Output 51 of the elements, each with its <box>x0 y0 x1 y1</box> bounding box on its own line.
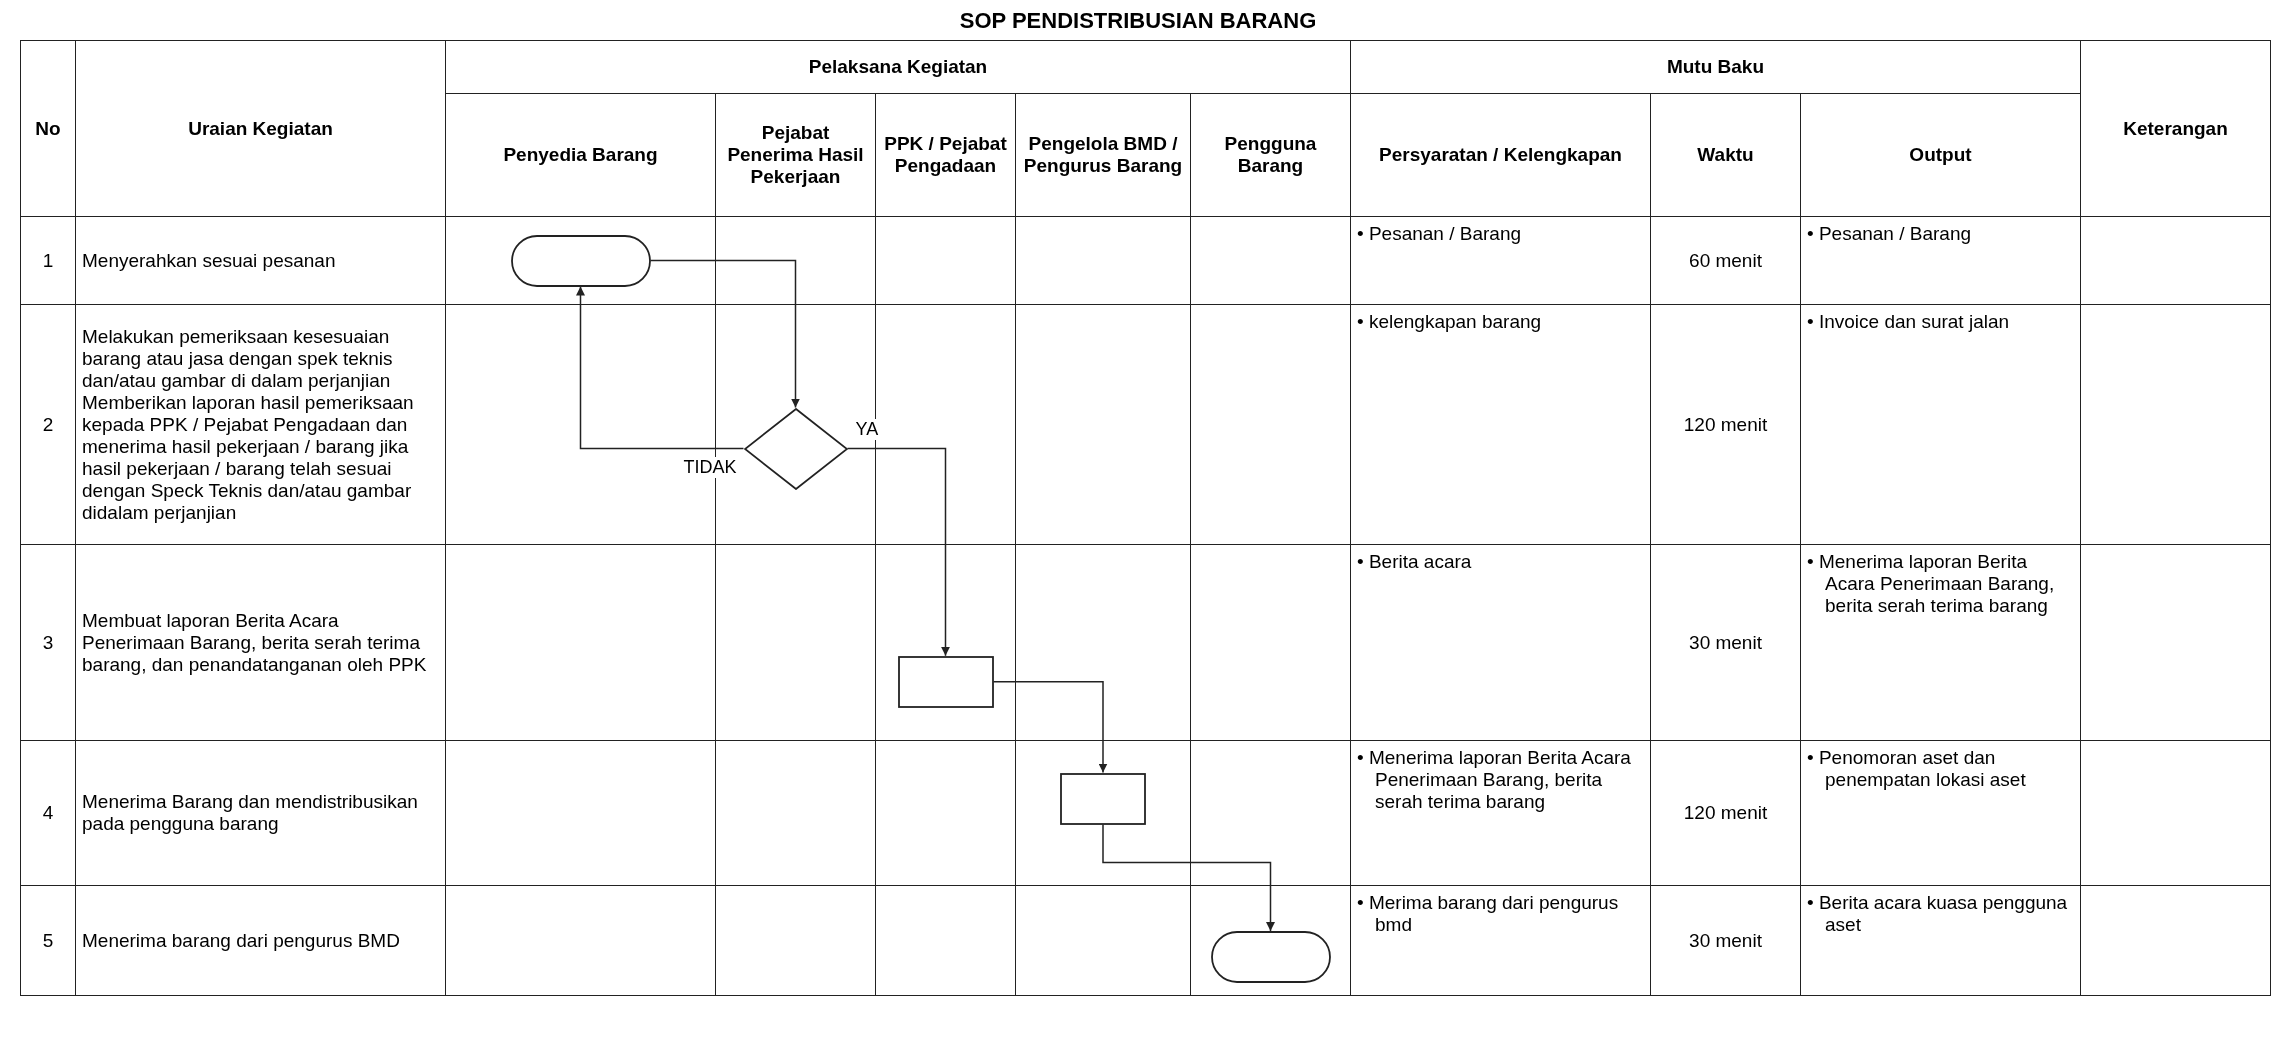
activity-description: Membuat laporan Berita Acara Penerimaan Barang, berita serah terima barang, dan penandatanganan oleh PPK <box>82 609 428 676</box>
requirement-item: • Merima barang dari pengurus bmd <box>1357 892 1620 936</box>
column-header: Keterangan <box>2123 117 2228 140</box>
duration-text: 30 menit <box>1689 929 1762 951</box>
column-header: Pelaksana Kegiatan <box>808 56 988 78</box>
edge-label: TIDAK <box>681 456 739 478</box>
output-item: • Menerima laporan Berita Acara Penerimaan Barang, berita serah terima barang <box>1807 551 2056 617</box>
output-item: • Pesanan / Barang <box>1807 223 1973 245</box>
column-header: Output <box>1909 144 1972 166</box>
decision-diamond <box>743 407 848 490</box>
column-header: Persyaratan / Kelengkapan <box>1379 144 1622 166</box>
arrow <box>846 447 950 657</box>
duration-text: 30 menit <box>1689 631 1762 653</box>
column-header: Pengelola BMD / Pengurus Barang <box>1022 133 1184 177</box>
process-box <box>897 655 994 708</box>
arrow <box>576 285 745 450</box>
output-item: • Penomoran aset dan penempatan lokasi aset <box>1807 747 2027 791</box>
output-item: • Invoice dan surat jalan <box>1807 311 2011 333</box>
column-header: Pejabat Penerima Hasil Pekerjaan <box>726 122 865 188</box>
arrow <box>649 259 800 409</box>
column-header: Pengguna Barang <box>1223 133 1318 177</box>
column-header: PPK / Pejabat Pengadaan <box>883 133 1008 177</box>
arrow <box>992 680 1108 774</box>
requirement-item: • kelengkapan barang <box>1357 311 1543 333</box>
activity-description: Menerima barang dari pengurus BMD <box>82 929 401 952</box>
row-number: 4 <box>42 802 54 823</box>
duration-text: 120 menit <box>1683 802 1768 823</box>
duration-text: 120 menit <box>1683 413 1768 435</box>
column-header: No <box>35 117 61 140</box>
output-item: • Berita acara kuasa pengguna aset <box>1807 892 2069 936</box>
row-number: 1 <box>42 249 54 271</box>
column-header: Waktu <box>1697 144 1754 166</box>
process-box <box>1060 772 1146 825</box>
terminator-shape <box>1210 931 1331 983</box>
activity-description: Melakukan pemeriksaan kesesuaian barang atau jasa dengan spek teknis dan/atau gambar di dalam perjanjian Memberikan laporan hasil pemeriksaan kepada PPK / Pejabat Pengadaan dan menerima hasil pekerjaan / barang jika hasil pekerjaan / barang telah sesuai dengan Speck Teknis dan/atau gambar didalam perjanjian <box>82 325 415 524</box>
requirement-item: • Berita acara <box>1357 551 1473 573</box>
column-header: Uraian Kegiatan <box>188 117 333 140</box>
duration-text: 60 menit <box>1689 249 1762 271</box>
requirement-item: • Pesanan / Barang <box>1357 223 1523 245</box>
diagram-title: SOP PENDISTRIBUSIAN BARANG <box>959 8 1317 34</box>
terminator-shape <box>510 234 651 287</box>
activity-description: Menerima Barang dan mendistribusikan pada pengguna barang <box>82 791 419 835</box>
requirement-item: • Menerima laporan Berita Acara Penerimaan Barang, berita serah terima barang <box>1357 747 1632 813</box>
row-number: 2 <box>42 413 54 435</box>
edge-label: YA <box>853 418 881 440</box>
activity-description: Menyerahkan sesuai pesanan <box>82 249 337 272</box>
column-header: Penyedia Barang <box>503 144 658 166</box>
arrow <box>1102 823 1275 932</box>
column-header: Mutu Baku <box>1666 56 1765 78</box>
row-number: 3 <box>42 631 54 653</box>
row-number: 5 <box>42 929 54 951</box>
